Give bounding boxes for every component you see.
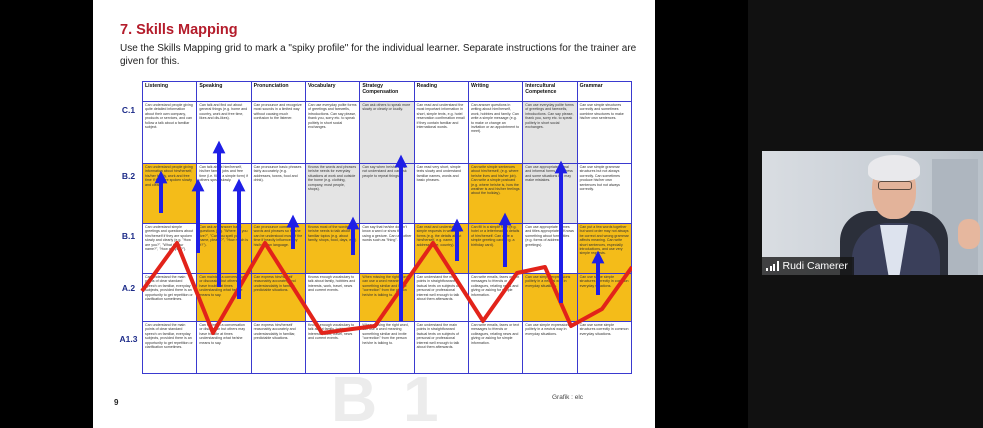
grid-cell: Can maintain a conversation or discussio… (196, 321, 252, 374)
page-number: 9 (114, 398, 119, 407)
grid-cell: Can use simple structures correctly and … (576, 101, 633, 164)
grid-cell: Knows the words and phrases he/she needs… (304, 163, 361, 224)
participant-hand (958, 219, 980, 249)
grid-cell: Knows enough vocabulary to talk about fa… (304, 273, 361, 322)
participant-hair (868, 155, 920, 181)
slide-intro-text: Use the Skills Mapping grid to mark a "s… (120, 43, 637, 67)
grid-cell: Can write simple sentences about him/her… (467, 163, 524, 224)
profile-overlay (140, 140, 632, 335)
grid-cell: Can use appropriate names and titles app… (522, 223, 578, 274)
grid-cell: Can understand the main points of clear … (141, 321, 198, 374)
grid-cell: Can say when he/she does not understand … (359, 163, 415, 224)
grid-cell: Can ask others to speak more slowly or c… (359, 101, 415, 164)
level-label: B.2 (121, 171, 136, 181)
grid-cell: Can use simple expressions politely in a… (522, 321, 578, 374)
grid-cell: Can put a few words together but word or… (576, 223, 633, 274)
column-header: Listening (141, 81, 198, 102)
column-header: Writing (467, 81, 524, 102)
participant-video-tile[interactable]: Rudi Camerer (762, 151, 983, 275)
column-header: Grammar (576, 81, 633, 102)
grid-cell: Can ask and answer basic questions (e.g.… (196, 223, 252, 274)
table-header-row: Listening Speaking Pronunciation Vocabul… (141, 81, 633, 102)
grid-cell: Can read and understand the most importa… (413, 101, 469, 164)
column-header: Intercultural Competence (522, 81, 578, 102)
grid-cell: Can talk and find out about general thin… (196, 101, 252, 164)
grid-cell: When missing the right word, can use a w… (359, 321, 415, 374)
grid-cell: Can use some simple structures correctly… (576, 321, 633, 374)
grid-cell: Can use everyday polite forms of greetin… (522, 101, 578, 164)
signal-bars-icon (766, 261, 779, 271)
grid-cell: Can understand the main points in straig… (413, 321, 469, 374)
column-header: Strategy Compensation (359, 81, 415, 102)
level-label: C.1 (121, 105, 136, 115)
table-row: Can understand people giving information… (141, 163, 633, 224)
grid-cell: Can understand the main points in straig… (413, 273, 469, 322)
grid-cell: Can use simple grammar structures but no… (576, 163, 633, 224)
grid-cell: Can express him/herself reasonably accur… (250, 321, 306, 374)
level-label: B.1 (121, 231, 136, 241)
grid-cell: Can understand the main points of clear … (141, 273, 198, 322)
table-row: Can understand people giving quite detai… (141, 101, 633, 164)
table-row: Can understand the main points of clear … (141, 321, 633, 374)
table-row: Can understand the main points of clear … (141, 273, 633, 322)
slide-title: 7. Skills Mapping (120, 22, 238, 38)
grid-cell: Can read and understand simple requests … (413, 223, 469, 274)
image-credit: Grafik : elc (552, 394, 584, 401)
slide-watermark: B 1 (331, 363, 443, 428)
column-header: Vocabulary (304, 81, 361, 102)
spiky-profile-line (140, 241, 632, 335)
grid-cell: Can understand people giving information… (141, 163, 198, 224)
grid-cell: Can pronounce and recognize most sounds … (250, 101, 306, 164)
grid-cell: Can say that he/she doesn't know a word … (359, 223, 415, 274)
presentation-slide: 7. Skills Mapping Use the Skills Mapping… (93, 0, 655, 428)
grid-cell: Can fill in a simple form (e.g. hotel or… (467, 223, 524, 274)
level-label: A1.3 (119, 334, 138, 344)
grid-cell: Can understand simple greetings and ques… (141, 223, 198, 274)
column-header: Reading (413, 81, 469, 102)
level-label: A.2 (121, 283, 136, 293)
grid-cell: Can use appropriate formal and informal … (522, 163, 578, 224)
participant-name: Rudi Camerer (782, 260, 848, 272)
shared-screen-area: 7. Skills Mapping Use the Skills Mapping… (0, 0, 748, 428)
grid-cell: Can pronounce basic phrases fairly accur… (250, 163, 306, 224)
level-column: C.1 B.2 B.1 A.2 A1.3 (115, 81, 142, 373)
grid-cell: Can talk about him/herself, his/her fami… (196, 163, 252, 224)
participant-name-tag: Rudi Camerer (762, 257, 854, 275)
column-header: Speaking (196, 81, 252, 102)
grid-cell: Can answer questions in writing about hi… (467, 101, 524, 164)
grid-cell: Can understand people giving quite detai… (141, 101, 198, 164)
column-header: Pronunciation (250, 81, 306, 102)
grid-cell: Knows most of the words he/she needs to … (304, 223, 361, 274)
skills-mapping-grid: C.1 B.2 B.1 A.2 A1.3 Listening Speaking … (115, 81, 633, 374)
grid-cell: Can use everyday polite forms of greetin… (304, 101, 361, 164)
table-row: Can understand simple greetings and ques… (141, 223, 633, 274)
participant-glasses (878, 181, 912, 190)
grid-cell: Can read very short, simple texts slowly… (413, 163, 469, 224)
grid-cell: Can write emails, faxes or text messages… (467, 321, 524, 374)
